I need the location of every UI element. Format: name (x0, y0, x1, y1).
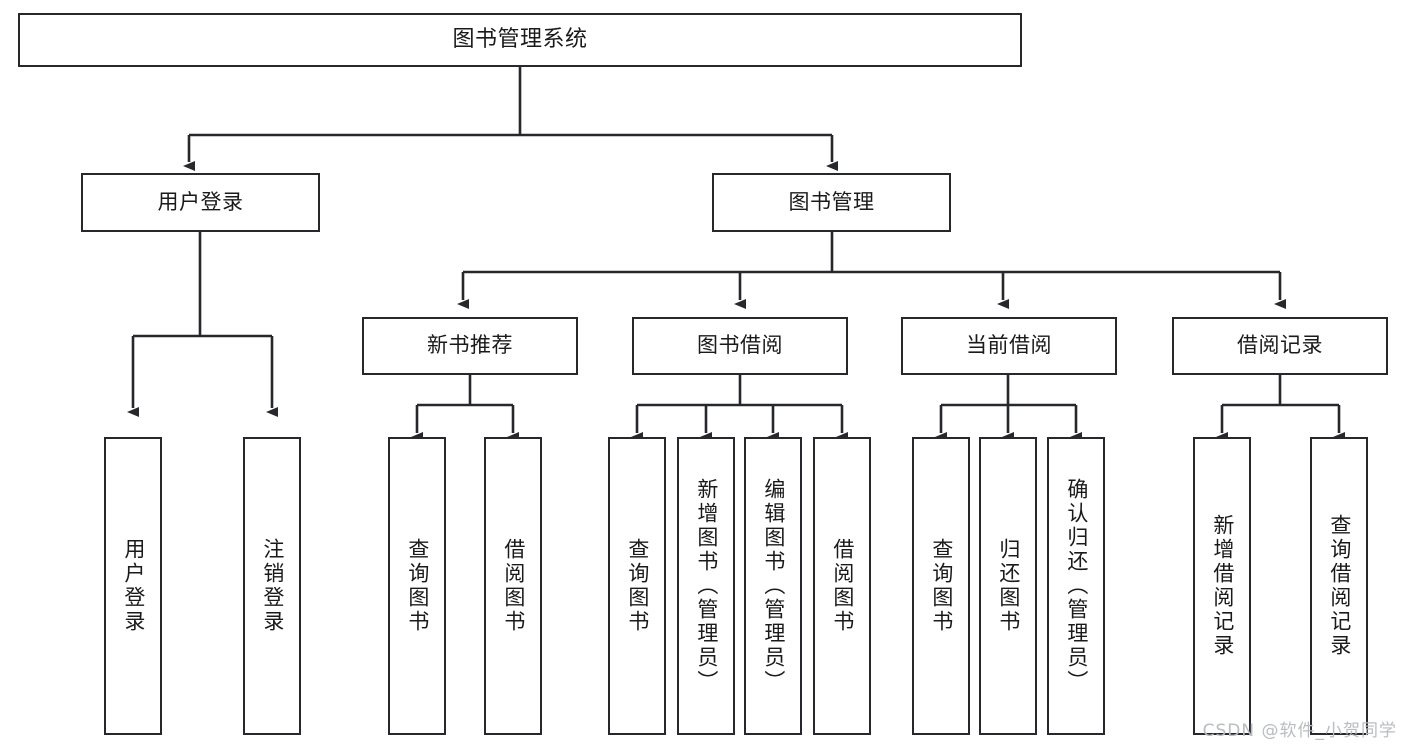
leaf-cb-confirm-return-admin-label: 确认归还（管理员） (1064, 478, 1089, 694)
leaf-nb-query-book-label: 查询图书 (405, 538, 430, 634)
leaf-bb-borrow-book-label: 借阅图书 (830, 538, 855, 634)
node-user-login-label: 用户登录 (157, 189, 244, 214)
node-current-borrow-label: 当前借阅 (966, 333, 1052, 358)
node-book-borrow-label: 图书借阅 (697, 333, 783, 358)
node-new-book-recommend-label: 新书推荐 (427, 333, 513, 358)
leaf-bb-add-book-admin[interactable]: 新增图书（管理员） (677, 437, 735, 735)
leaf-nb-borrow-book[interactable]: 借阅图书 (484, 437, 542, 735)
node-borrow-record[interactable]: 借阅记录 (1172, 317, 1388, 375)
node-user-login[interactable]: 用户登录 (81, 173, 320, 232)
leaf-br-add-record[interactable]: 新增借阅记录 (1193, 437, 1251, 735)
node-new-book-recommend[interactable]: 新书推荐 (362, 317, 578, 375)
leaf-cb-return-book[interactable]: 归还图书 (979, 437, 1037, 735)
node-root-book-management-system[interactable]: 图书管理系统 (18, 13, 1022, 67)
leaf-bb-edit-book-admin-label: 编辑图书（管理员） (761, 478, 786, 694)
leaf-logout[interactable]: 注销登录 (243, 437, 301, 735)
leaf-logout-label: 注销登录 (260, 538, 285, 634)
node-borrow-record-label: 借阅记录 (1237, 333, 1323, 358)
leaf-nb-query-book[interactable]: 查询图书 (388, 437, 446, 735)
leaf-bb-add-book-admin-label: 新增图书（管理员） (694, 478, 719, 694)
node-current-borrow[interactable]: 当前借阅 (901, 317, 1117, 375)
leaf-bb-query-book[interactable]: 查询图书 (608, 437, 666, 735)
node-book-borrow[interactable]: 图书借阅 (632, 317, 848, 375)
leaf-cb-return-book-label: 归还图书 (996, 538, 1021, 634)
leaf-user-login[interactable]: 用户登录 (104, 437, 162, 735)
leaf-br-add-record-label: 新增借阅记录 (1210, 514, 1235, 658)
leaf-cb-confirm-return-admin[interactable]: 确认归还（管理员） (1047, 437, 1105, 735)
leaf-cb-query-book-label: 查询图书 (929, 538, 954, 634)
leaf-user-login-label: 用户登录 (121, 538, 146, 634)
leaf-nb-borrow-book-label: 借阅图书 (501, 538, 526, 634)
leaf-br-query-record[interactable]: 查询借阅记录 (1310, 437, 1368, 735)
node-book-management-label: 图书管理 (788, 189, 875, 214)
leaf-br-query-record-label: 查询借阅记录 (1327, 514, 1352, 658)
leaf-bb-borrow-book[interactable]: 借阅图书 (813, 437, 871, 735)
leaf-cb-query-book[interactable]: 查询图书 (912, 437, 970, 735)
leaf-bb-query-book-label: 查询图书 (625, 538, 650, 634)
node-book-management[interactable]: 图书管理 (712, 173, 951, 232)
leaf-bb-edit-book-admin[interactable]: 编辑图书（管理员） (744, 437, 802, 735)
node-root-label: 图书管理系统 (452, 26, 588, 52)
